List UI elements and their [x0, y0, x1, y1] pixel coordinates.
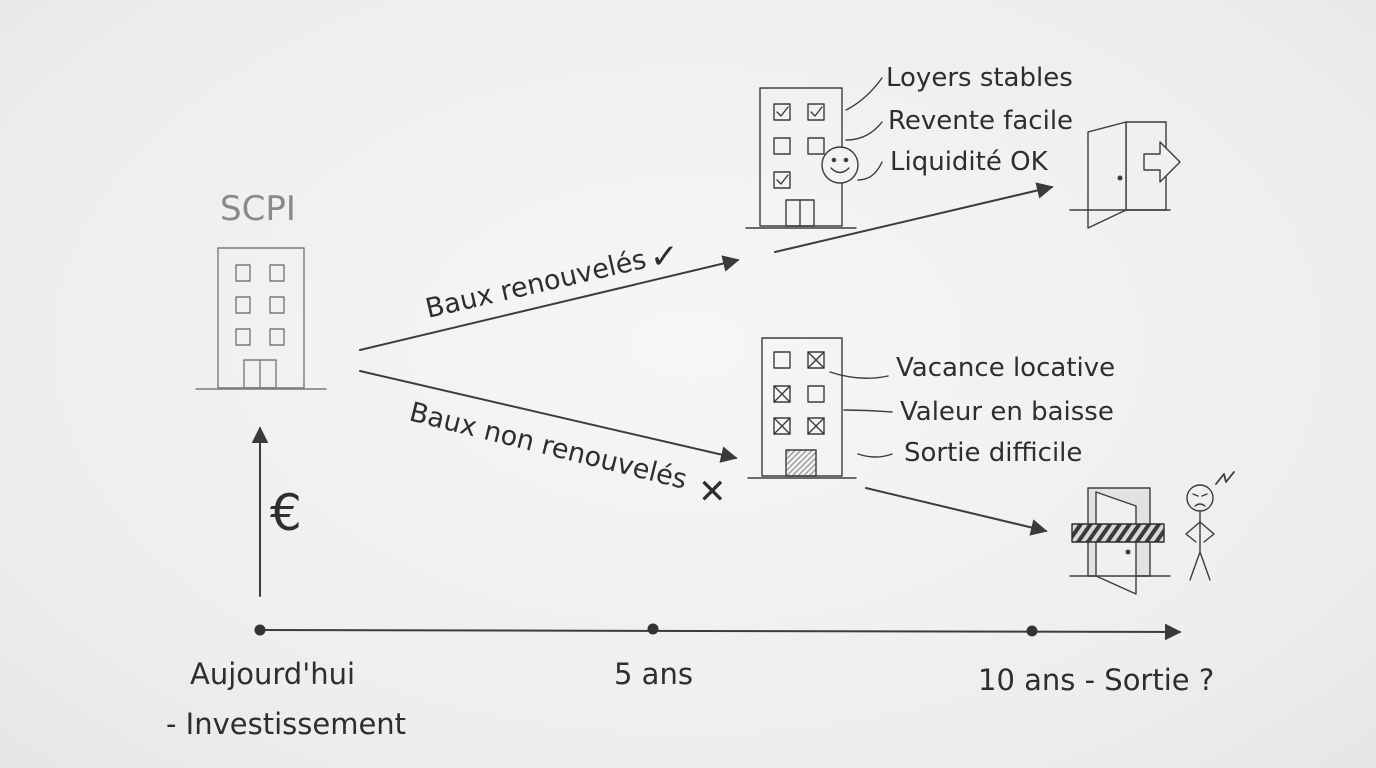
note-not-renewed-3: Sortie difficile — [904, 438, 1082, 468]
timeline-label-5-years: 5 ans — [614, 657, 693, 691]
leader-line — [830, 372, 888, 378]
note-renewed-2: Revente facile — [888, 106, 1073, 136]
leader-line — [858, 454, 892, 457]
exit-arrow-not-renewed — [866, 488, 1046, 531]
note-renewed-1: Loyers stables — [886, 63, 1073, 93]
branch-label-renewed: Baux renouvelés — [423, 244, 650, 325]
scpi-building-icon — [196, 248, 326, 389]
cross-mark-icon: ✕ — [698, 472, 727, 512]
scpi-label: SCPI — [220, 189, 296, 229]
timeline-label-today: Aujourd'hui — [190, 657, 355, 691]
timeline-axis — [260, 630, 1180, 632]
blocked-door-icon — [1070, 488, 1170, 594]
scpi-building: SCPI — [196, 189, 326, 389]
leader-line — [858, 162, 882, 180]
leader-line — [846, 122, 882, 140]
investment-arrow: € — [260, 428, 302, 596]
angry-person-icon — [1186, 472, 1234, 580]
branch-label-not-renewed: Baux non renouvelés — [406, 397, 690, 496]
check-mark-icon: ✓ — [650, 237, 679, 277]
note-renewed-3: Liquidité OK — [890, 147, 1049, 177]
open-door-exit-icon — [1070, 122, 1180, 228]
euro-icon: € — [270, 484, 302, 542]
smiley-face-icon — [822, 147, 858, 183]
note-not-renewed-2: Valeur en baisse — [900, 397, 1114, 427]
timeline-point-today — [255, 625, 266, 636]
timeline-point-10-years — [1027, 626, 1038, 637]
timeline-label-investment: - Investissement — [166, 707, 406, 741]
leader-line — [846, 78, 882, 110]
exit-arrow-renewed — [775, 187, 1052, 252]
note-not-renewed-1: Vacance locative — [896, 353, 1115, 383]
timeline — [255, 624, 1181, 637]
leader-line — [844, 410, 892, 412]
vacant-building-icon — [748, 338, 856, 478]
timeline-point-5-years — [648, 624, 659, 635]
timeline-label-10-years: 10 ans - Sortie ? — [978, 663, 1214, 697]
